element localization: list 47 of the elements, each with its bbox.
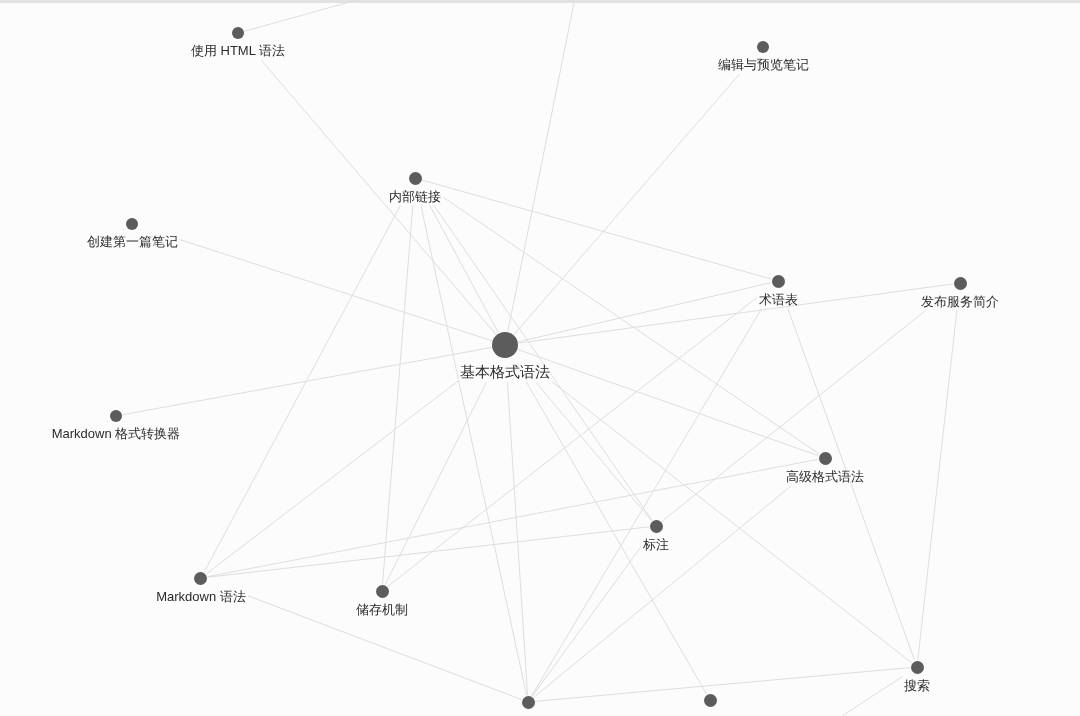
link-line <box>178 238 493 342</box>
link-line <box>207 526 650 578</box>
node-label: 术语表 <box>758 291 798 308</box>
link-line <box>433 204 653 521</box>
link-line <box>429 204 500 334</box>
node-label: 编辑与预览笔记 <box>717 57 809 73</box>
link-line <box>660 310 927 523</box>
link-line <box>525 381 708 695</box>
link-line <box>507 0 576 333</box>
link-line <box>513 73 741 336</box>
node-label: 标注 <box>643 536 669 553</box>
link-line <box>535 381 652 522</box>
link-line <box>260 59 497 336</box>
link-line <box>247 595 523 701</box>
node-label: 储存机制 <box>356 601 408 618</box>
link-line <box>551 381 913 664</box>
link-line <box>203 204 401 573</box>
link-line <box>207 458 819 578</box>
link-line <box>532 485 793 699</box>
node-label: Markdown 语法 <box>156 588 246 605</box>
node-label: 发布服务简介 <box>921 293 999 310</box>
link-line <box>517 282 772 343</box>
link-line <box>787 307 916 661</box>
node-label: 内部链接 <box>389 188 441 205</box>
link-line <box>205 380 459 575</box>
link-line <box>517 348 819 457</box>
node-label: 创建第一篇笔记 <box>86 234 178 250</box>
link-line <box>531 546 642 697</box>
link-line <box>420 204 528 696</box>
link-line <box>517 283 954 344</box>
link-line <box>386 297 757 588</box>
link-line <box>421 179 772 280</box>
node-label: Markdown 格式转换器 <box>51 426 181 442</box>
link-line <box>384 381 488 586</box>
node-dot <box>703 693 717 707</box>
node-label: 搜索 <box>904 677 930 694</box>
node-label: 使用 HTML 语法 <box>190 43 286 59</box>
link-line <box>531 307 763 697</box>
link-line <box>121 346 493 416</box>
link-line <box>534 667 911 702</box>
link-line <box>917 309 958 661</box>
link-line <box>442 196 820 455</box>
link-line <box>506 381 529 696</box>
node-label: 高级格式语法 <box>786 468 864 485</box>
link-line <box>382 204 414 585</box>
node-dot <box>521 695 535 709</box>
node-label: 基本格式语法 <box>460 363 550 381</box>
